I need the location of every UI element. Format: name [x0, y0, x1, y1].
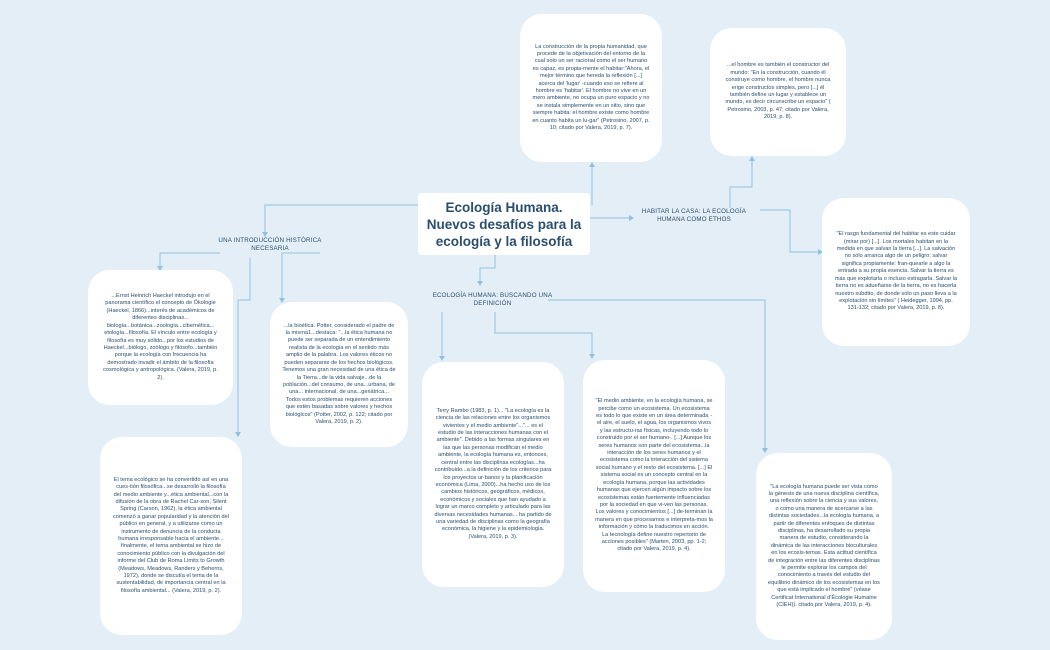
card-potter[interactable]: ...la bioética. Potter, considerado el p… [270, 302, 408, 447]
connector-intro-potter [281, 252, 320, 302]
arrowhead-potter [279, 298, 285, 303]
card-tema-ecologico[interactable]: El tema ecológico se ha convertido así e… [100, 437, 242, 635]
arrowhead-genesis [762, 448, 768, 453]
card-heidegger[interactable]: "El rasgo fundamental del habitar es est… [822, 198, 970, 346]
arrowhead-intro [262, 232, 268, 237]
arrowhead-heidegger [818, 249, 823, 255]
card-haeckel-text: ...Ernst Heinrich Haeckel introdujo en e… [103, 293, 218, 381]
connector-definicion-genesis [548, 299, 766, 452]
arrowhead-definicion [477, 281, 483, 286]
card-rambo-text: Terry Rambo (1983, p. 1)... "La ecología… [434, 407, 552, 540]
arrowhead-petrosino2 [749, 156, 755, 161]
card-genesis-text: "La ecología humana puede ser vista como… [768, 483, 880, 609]
card-marten[interactable]: "El medio ambiente, en la ecología human… [583, 360, 725, 592]
card-petrosino-habitar[interactable]: La construcción de la propia humanidad, … [520, 14, 662, 162]
card-petrosino-constructor-text: ...el hombre es también el constructor d… [725, 62, 831, 121]
arrowhead-petrosino1 [589, 162, 595, 167]
central-topic[interactable]: Ecología Humana. Nuevos desafíos para la… [418, 193, 590, 255]
connector-habitar-heidegger [760, 209, 822, 253]
card-petrosino-habitar-text: La construcción de la propia humanidad, … [532, 43, 650, 132]
connector-central-intro [264, 204, 418, 236]
card-haeckel[interactable]: ...Ernst Heinrich Haeckel introdujo en e… [88, 270, 233, 405]
connector-intro-tema [237, 258, 251, 436]
arrowhead-haeckel [157, 266, 163, 271]
arrowhead-marten [589, 354, 595, 359]
arrowhead-habitar [629, 215, 634, 221]
card-petrosino-constructor[interactable]: ...el hombre es también el constructor d… [710, 28, 846, 156]
topic-habitar[interactable]: HABITAR LA CASA: LA ECOLOGÍA HUMANA COMO… [641, 208, 747, 223]
card-tema-ecologico-text: El tema ecológico se ha convertido así e… [113, 476, 229, 594]
card-marten-text: "El medio ambiente, en la ecología human… [595, 398, 713, 553]
connector-definicion-marten [494, 312, 593, 358]
arrowhead-tema [235, 432, 241, 437]
card-heidegger-text: "El rasgo fundamental del habitar es est… [834, 231, 958, 312]
arrowhead-rambo [439, 356, 445, 361]
card-genesis[interactable]: "La ecología humana puede ser vista como… [756, 453, 892, 640]
card-rambo[interactable]: Terry Rambo (1983, p. 1)... "La ecología… [422, 362, 564, 587]
connector-intro-haeckel [159, 252, 220, 270]
card-potter-text: ...la bioética. Potter, considerado el p… [282, 322, 396, 425]
connector-central-definicion [479, 255, 496, 285]
connector-habitar-petrosino2 [729, 157, 753, 208]
topic-intro-historica[interactable]: UNA INTRODUCCIÓN HISTÓRICA NECESARIA [218, 237, 322, 252]
topic-definicion[interactable]: ECOLOGÍA HUMANA: BUSCANDO UNA DEFINICIÓN [432, 292, 553, 307]
